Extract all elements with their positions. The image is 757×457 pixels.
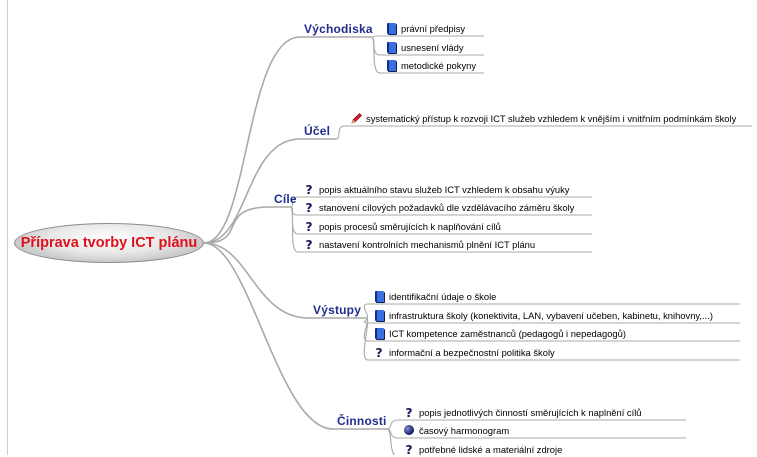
branch-item-text: popis jednotlivých činností směrujících … [419, 406, 642, 418]
branch-item-text: identifikační údaje o škole [389, 290, 497, 302]
connector-line [370, 36, 381, 56]
question-icon: ? [305, 236, 313, 252]
branch-item-text: časový harmonogram [419, 424, 510, 436]
branch-item[interactable]: ? popis procesů směrujících k naplňování … [302, 218, 501, 234]
connector-line [363, 317, 369, 361]
branch-item[interactable]: infrastruktura školy (konektivita, LAN, … [372, 308, 713, 322]
pencil-icon [349, 111, 363, 125]
question-icon: ? [305, 181, 313, 197]
book-icon [372, 308, 386, 322]
branch-item-text: informační a bezpečnostní politika školy [389, 346, 555, 358]
book-icon [372, 326, 386, 340]
book-icon [384, 58, 398, 72]
branch-item-text: právní předpisy [401, 22, 466, 34]
branch-item[interactable]: systematický přístup k rozvoji ICT služe… [349, 111, 736, 125]
branch-item[interactable]: identifikační údaje o škole [372, 289, 496, 303]
connector-line [203, 242, 366, 319]
branch-item[interactable]: metodické pokyny [384, 58, 476, 72]
branch-item[interactable]: usnesení vlády [384, 40, 464, 54]
branch-item-text: nastavení kontrolních mechanismů plnění … [319, 238, 536, 250]
branch-item-text: popis procesů směrujících k naplňování c… [319, 220, 501, 232]
branch-item-text: stanovení cílových požadavků dle vzděláv… [319, 201, 575, 213]
connector-line [203, 36, 371, 244]
branch-label[interactable]: Účel [304, 124, 331, 138]
question-icon: ? [375, 344, 383, 360]
branch-label[interactable]: Cíle [274, 192, 297, 206]
branch-item[interactable]: ICT kompetence zaměstnanců (pedagogů i n… [372, 326, 626, 340]
branch-item-text: infrastruktura školy (konektivita, LAN, … [389, 309, 713, 321]
branch-item[interactable]: právní předpisy [384, 21, 465, 35]
branch-item[interactable]: ? popis aktuálního stavu služeb ICT vzhle… [302, 181, 570, 197]
book-icon [384, 40, 398, 54]
branch-item[interactable]: ? popis jednotlivých činností směrujících… [402, 404, 642, 420]
connector-line [203, 242, 387, 430]
branch-item-text: popis aktuálního stavu služeb ICT vzhled… [319, 183, 570, 195]
branch-item-text: usnesení vlády [401, 41, 464, 53]
book-icon [384, 21, 398, 35]
connector-line [386, 419, 399, 430]
branch-label[interactable]: Činnosti [337, 414, 387, 428]
book-icon [372, 289, 386, 303]
branch-item[interactable]: ? stanovení cílových požadavků dle vzdělá… [302, 199, 575, 215]
branch-item-text: systematický přístup k rozvoji ICT služe… [366, 112, 737, 124]
connector-line [386, 428, 396, 455]
root-node[interactable]: Příprava tvorby ICT plánu [14, 223, 204, 263]
connector-line [289, 206, 299, 253]
left-border-line [7, 0, 8, 455]
ball-icon [402, 423, 416, 437]
connector-line [203, 138, 336, 244]
branch-item[interactable]: ? informační a bezpečnostní politika škol… [372, 344, 555, 360]
branch-item-text: potřebné lidské a materiální zdroje [419, 443, 563, 455]
branch-item-text: ICT kompetence zaměstnanců (pedagogů i n… [389, 327, 626, 339]
connector-line [363, 303, 369, 319]
question-icon: ? [405, 441, 413, 457]
question-icon: ? [305, 218, 313, 234]
question-icon: ? [405, 404, 413, 420]
connector-line [203, 206, 290, 244]
connector-line [335, 125, 346, 140]
branch-item-text: metodické pokyny [401, 59, 477, 71]
branch-item[interactable]: ? nastavení kontrolních mechanismů plnění… [302, 236, 536, 252]
branch-label[interactable]: Východiska [304, 22, 373, 36]
connector-line [370, 36, 381, 74]
branch-label[interactable]: Výstupy [313, 303, 362, 317]
branch-item[interactable]: ? potřebné lidské a materiální zdroje [402, 441, 563, 457]
root-label: Příprava tvorby ICT plánu [20, 235, 198, 251]
branch-item[interactable]: časový harmonogram [402, 423, 509, 437]
connector-line [289, 206, 299, 235]
question-icon: ? [305, 199, 313, 215]
